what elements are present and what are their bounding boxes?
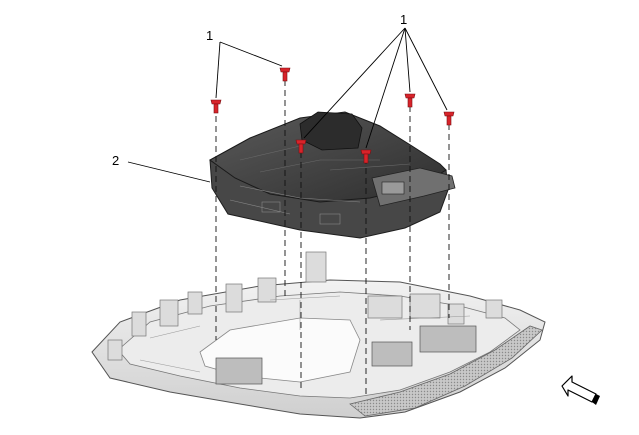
module-side-details	[229, 185, 361, 225]
fastener-screw	[295, 139, 307, 154]
module-right-bracket	[371, 167, 456, 207]
fastener-screw	[210, 99, 222, 114]
fastener-screw	[360, 149, 372, 164]
fastener-screw	[404, 93, 416, 108]
callout-module: 2	[112, 153, 119, 168]
alignment-lines	[215, 80, 450, 395]
module-top-grooves	[239, 145, 411, 173]
bezel-frame	[91, 251, 546, 419]
leader-lines	[127, 27, 448, 183]
bezel-detail-lines	[139, 295, 471, 373]
callout-fastener-left: 1	[206, 28, 213, 43]
bezel-mesh-strip	[349, 325, 543, 417]
bezel-clip-towers	[107, 251, 503, 361]
fastener-screw	[443, 111, 455, 126]
callout-fastener-right: 1	[400, 12, 407, 27]
module-latch	[381, 181, 405, 195]
fastener-screw	[279, 67, 291, 82]
bezel-switch-pockets	[215, 325, 477, 385]
fastener-group	[210, 67, 455, 164]
front-direction-arrow-icon	[561, 375, 600, 405]
console-module	[209, 111, 456, 239]
